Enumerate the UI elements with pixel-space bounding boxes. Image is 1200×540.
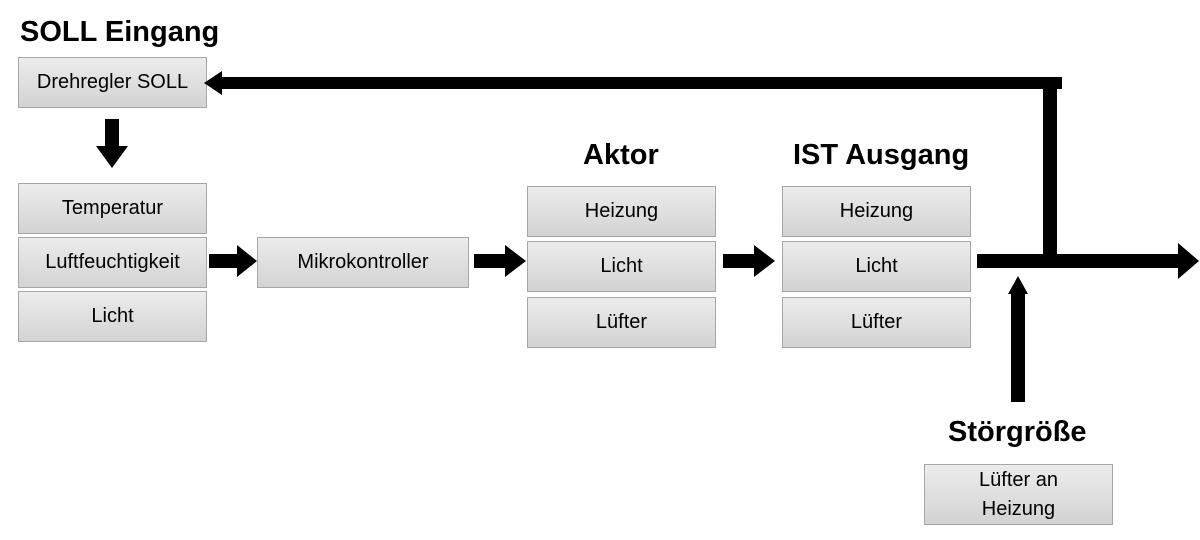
arrow-soll-to-sensors <box>96 119 128 168</box>
stoergroesse-line-1: Lüfter an <box>979 468 1058 491</box>
arrow-output <box>977 243 1199 279</box>
arrow-aktor-to-ist <box>723 245 775 277</box>
soll-eingang-heading: SOLL Eingang <box>20 16 220 48</box>
stoergroesse-box: Lüfter an Heizung <box>924 464 1113 525</box>
ist-heizung-box: Heizung <box>782 186 971 237</box>
aktor-luefter-box: Lüfter <box>527 297 716 348</box>
aktor-licht-box: Licht <box>527 241 716 292</box>
aktor-heizung-box: Heizung <box>527 186 716 237</box>
mikrokontroller-box: Mikrokontroller <box>257 237 469 288</box>
aktor-heading: Aktor <box>583 139 659 171</box>
arrow-controller-to-aktor <box>474 245 526 277</box>
arrow-sensors-to-controller <box>209 245 257 277</box>
sensor-licht-box: Licht <box>18 291 207 342</box>
drehregler-soll-box: Drehregler SOLL <box>18 57 207 108</box>
sensor-temperatur-box: Temperatur <box>18 183 207 234</box>
stoergroesse-heading: Störgröße <box>948 416 1087 448</box>
arrow-stoergroesse <box>1008 276 1028 402</box>
sensor-luftfeuchtigkeit-box: Luftfeuchtigkeit <box>18 237 207 288</box>
ist-luefter-box: Lüfter <box>782 297 971 348</box>
feedback-line <box>204 71 1062 255</box>
ist-licht-box: Licht <box>782 241 971 292</box>
ist-ausgang-heading: IST Ausgang <box>793 139 970 171</box>
stoergroesse-line-2: Heizung <box>981 497 1056 520</box>
